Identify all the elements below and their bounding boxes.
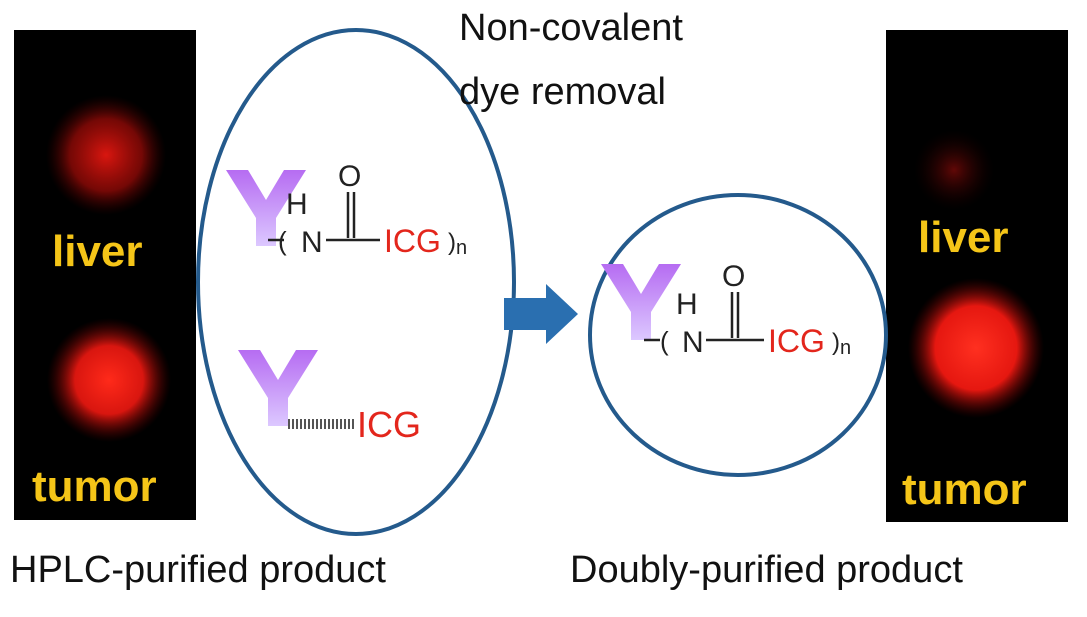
repeat-subscript: n xyxy=(456,237,467,259)
antibody-icon xyxy=(226,170,306,246)
oxygen-atom: O xyxy=(338,160,361,193)
left-mixture-ellipse xyxy=(196,28,516,536)
step-title-line-2: dye removal xyxy=(459,71,666,113)
repeat-subscript: n xyxy=(840,337,851,359)
left-tumor-glow xyxy=(47,318,171,442)
dye-label: ICG xyxy=(384,223,441,259)
antibody-icon xyxy=(601,264,681,340)
close-paren: ) xyxy=(448,229,456,256)
nitrogen-atom: N xyxy=(301,226,323,259)
right-panel-glows xyxy=(908,130,1044,418)
hydrogen-atom: H xyxy=(286,188,308,221)
left-tumor-label: tumor xyxy=(32,462,157,511)
right-liver-glow xyxy=(914,130,994,210)
step-title-line-1: Non-covalent xyxy=(459,7,683,49)
right-tumor-label: tumor xyxy=(902,465,1027,514)
noncovalent-dye-label: ICG xyxy=(357,404,421,445)
nitrogen-atom: N xyxy=(682,326,704,359)
open-paren: ( xyxy=(278,226,287,256)
left-liver-glow xyxy=(46,95,166,215)
right-tumor-glow xyxy=(908,278,1044,418)
left-liver-label: liver xyxy=(52,227,143,276)
left-imaging-panel: liver tumor xyxy=(14,30,196,520)
process-arrow-icon xyxy=(504,284,578,344)
right-liver-label: liver xyxy=(918,213,1009,262)
hydrogen-atom: H xyxy=(676,288,698,321)
right-imaging-panel: liver tumor xyxy=(886,30,1068,522)
oxygen-atom: O xyxy=(722,260,745,293)
left-caption: HPLC-purified product xyxy=(10,549,386,591)
dye-label: ICG xyxy=(768,323,825,359)
right-caption: Doubly-purified product xyxy=(570,549,963,591)
antibody-icon xyxy=(238,350,318,426)
close-paren: ) xyxy=(832,329,840,356)
left-panel-glows xyxy=(46,95,171,442)
right-purified-ellipse xyxy=(588,193,888,477)
open-paren: ( xyxy=(660,326,669,356)
